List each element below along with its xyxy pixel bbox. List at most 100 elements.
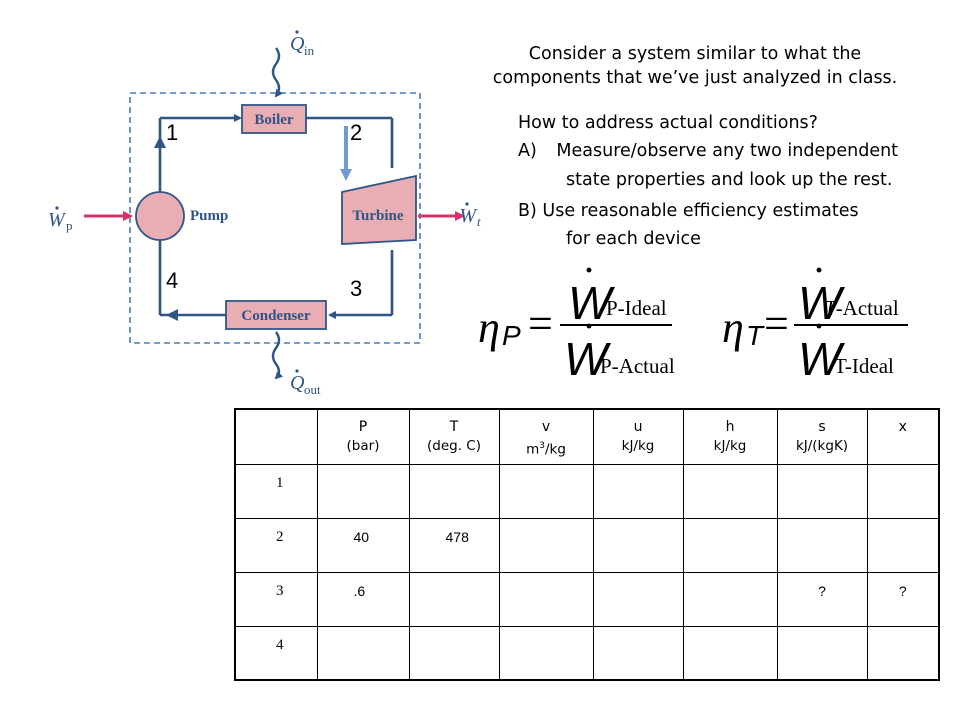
svg-text:W: W <box>48 209 67 231</box>
table-cell[interactable] <box>682 463 778 519</box>
turbine-den-W: W <box>798 333 842 385</box>
table-cell[interactable] <box>592 571 684 627</box>
pump-eta: η <box>478 303 500 352</box>
row-state-cell: 2 <box>234 517 318 573</box>
flow-arrow <box>154 136 166 148</box>
turbine-eta: η <box>722 303 744 352</box>
turbine-work-subscript: t <box>477 214 481 229</box>
turbine-label: Turbine <box>352 208 403 224</box>
pump-num-subscript: P-Ideal <box>606 296 667 320</box>
pump-den-W: W <box>564 333 608 385</box>
table-cell[interactable] <box>498 571 594 627</box>
rankine-cycle-diagram: Boiler Condenser Pump Turbine Q in Q out… <box>48 30 478 397</box>
row-state-cell: 3 <box>234 571 318 627</box>
svg-text:out: out <box>304 382 321 397</box>
table-cell[interactable] <box>776 625 868 681</box>
table-cell[interactable]: .6 <box>316 571 410 627</box>
boiler-label: Boiler <box>254 112 293 128</box>
turbine-efficiency-equation: η T = · W T-Actual · W T-Ideal <box>722 254 932 385</box>
pump-circle <box>135 191 185 241</box>
turbine-num-subscript-T: T <box>824 296 836 320</box>
intro-text: Consider a system similar to what the co… <box>470 42 920 90</box>
table-cell[interactable] <box>316 463 410 519</box>
turbine-equals: = <box>764 299 789 348</box>
table-cell[interactable] <box>776 517 868 573</box>
pump-efficiency-equation: η P = · W P-Ideal · W P-Actual <box>478 254 688 385</box>
pump-num-dot: · <box>584 254 595 287</box>
table-row: 2 40 478 <box>234 517 940 573</box>
option-a: A) Measure/observe any two independent <box>518 139 898 163</box>
pump-fraction-bar <box>560 324 672 326</box>
header-cell-specific-volume: v m3/kg <box>498 408 594 465</box>
table-cell[interactable] <box>592 517 684 573</box>
svg-text:Q: Q <box>290 372 305 394</box>
pump-label: Pump <box>190 208 228 224</box>
table-cell[interactable] <box>498 463 594 519</box>
q-out-arrow <box>271 331 284 380</box>
turbine-den-dot: · <box>814 310 825 343</box>
table-cell[interactable]: ? <box>866 571 940 627</box>
turbine-fraction-bar <box>794 324 908 326</box>
option-a-line-1: Measure/observe any two independent <box>556 141 899 161</box>
turbine-num-W: W <box>798 277 842 329</box>
pump-den-subscript: P-Actual <box>600 354 675 378</box>
header-cell-temperature: T(deg. C) <box>408 408 500 465</box>
table-cell[interactable]: 40 <box>316 517 410 573</box>
state-number-1: 1 <box>166 120 178 145</box>
table-cell[interactable] <box>408 571 500 627</box>
table-cell[interactable] <box>866 463 940 519</box>
row-state-cell: 4 <box>234 625 318 681</box>
intro-line-1: Consider a system similar to what the <box>528 44 862 64</box>
table-cell[interactable]: ? <box>776 571 868 627</box>
q-out-label: Q out <box>290 369 321 397</box>
row-state-cell: 1 <box>234 463 318 519</box>
table-cell[interactable] <box>682 517 778 573</box>
table-cell[interactable] <box>682 571 778 627</box>
pump-num-W: W <box>568 277 612 329</box>
condenser-box <box>225 300 327 330</box>
pump-den-dot: · <box>584 310 595 343</box>
table-cell[interactable] <box>498 625 594 681</box>
table-cell[interactable] <box>682 625 778 681</box>
header-cell-state <box>234 408 318 465</box>
table-cell[interactable] <box>866 625 940 681</box>
option-a-line-2: state properties and look up the rest. <box>566 170 893 190</box>
option-b-line-2: for each device <box>566 229 701 249</box>
svg-text:in: in <box>304 43 315 58</box>
pump-equals: = <box>528 299 553 348</box>
intro-line-2: components that we’ve just analyzed in c… <box>492 68 898 88</box>
table-cell[interactable] <box>866 517 940 573</box>
table-cell[interactable] <box>408 463 500 519</box>
option-b-line-1: B) Use reasonable efficiency estimates <box>518 201 859 221</box>
question-text: How to address actual conditions? <box>518 113 818 133</box>
header-cell-quality: x <box>866 408 940 465</box>
condenser-label: Condenser <box>241 308 311 324</box>
state-number-3: 3 <box>350 276 362 301</box>
turbine-eta-subscript: T <box>746 320 764 351</box>
svg-text:W: W <box>459 205 478 227</box>
table-cell[interactable]: 478 <box>408 517 500 573</box>
boiler-box <box>241 104 307 134</box>
pump-eta-subscript: P <box>502 320 521 351</box>
table-cell[interactable] <box>592 625 684 681</box>
turbine-num-subscript: T-Actual <box>824 296 899 321</box>
table-row: 4 <box>234 625 940 681</box>
state-number-4: 4 <box>166 268 178 293</box>
svg-text:p: p <box>66 218 73 233</box>
table-cell[interactable] <box>408 625 500 681</box>
table-cell[interactable] <box>316 625 410 681</box>
state-number-2: 2 <box>350 120 362 145</box>
pump-work-label: W p <box>48 206 73 233</box>
pipe-network <box>158 114 394 319</box>
table-cell[interactable] <box>498 517 594 573</box>
option-a-marker: A) <box>518 141 537 161</box>
table-cell[interactable] <box>776 463 868 519</box>
table-cell[interactable] <box>592 463 684 519</box>
header-cell-pressure: P(bar) <box>316 408 410 465</box>
flow-arrow <box>166 309 178 321</box>
